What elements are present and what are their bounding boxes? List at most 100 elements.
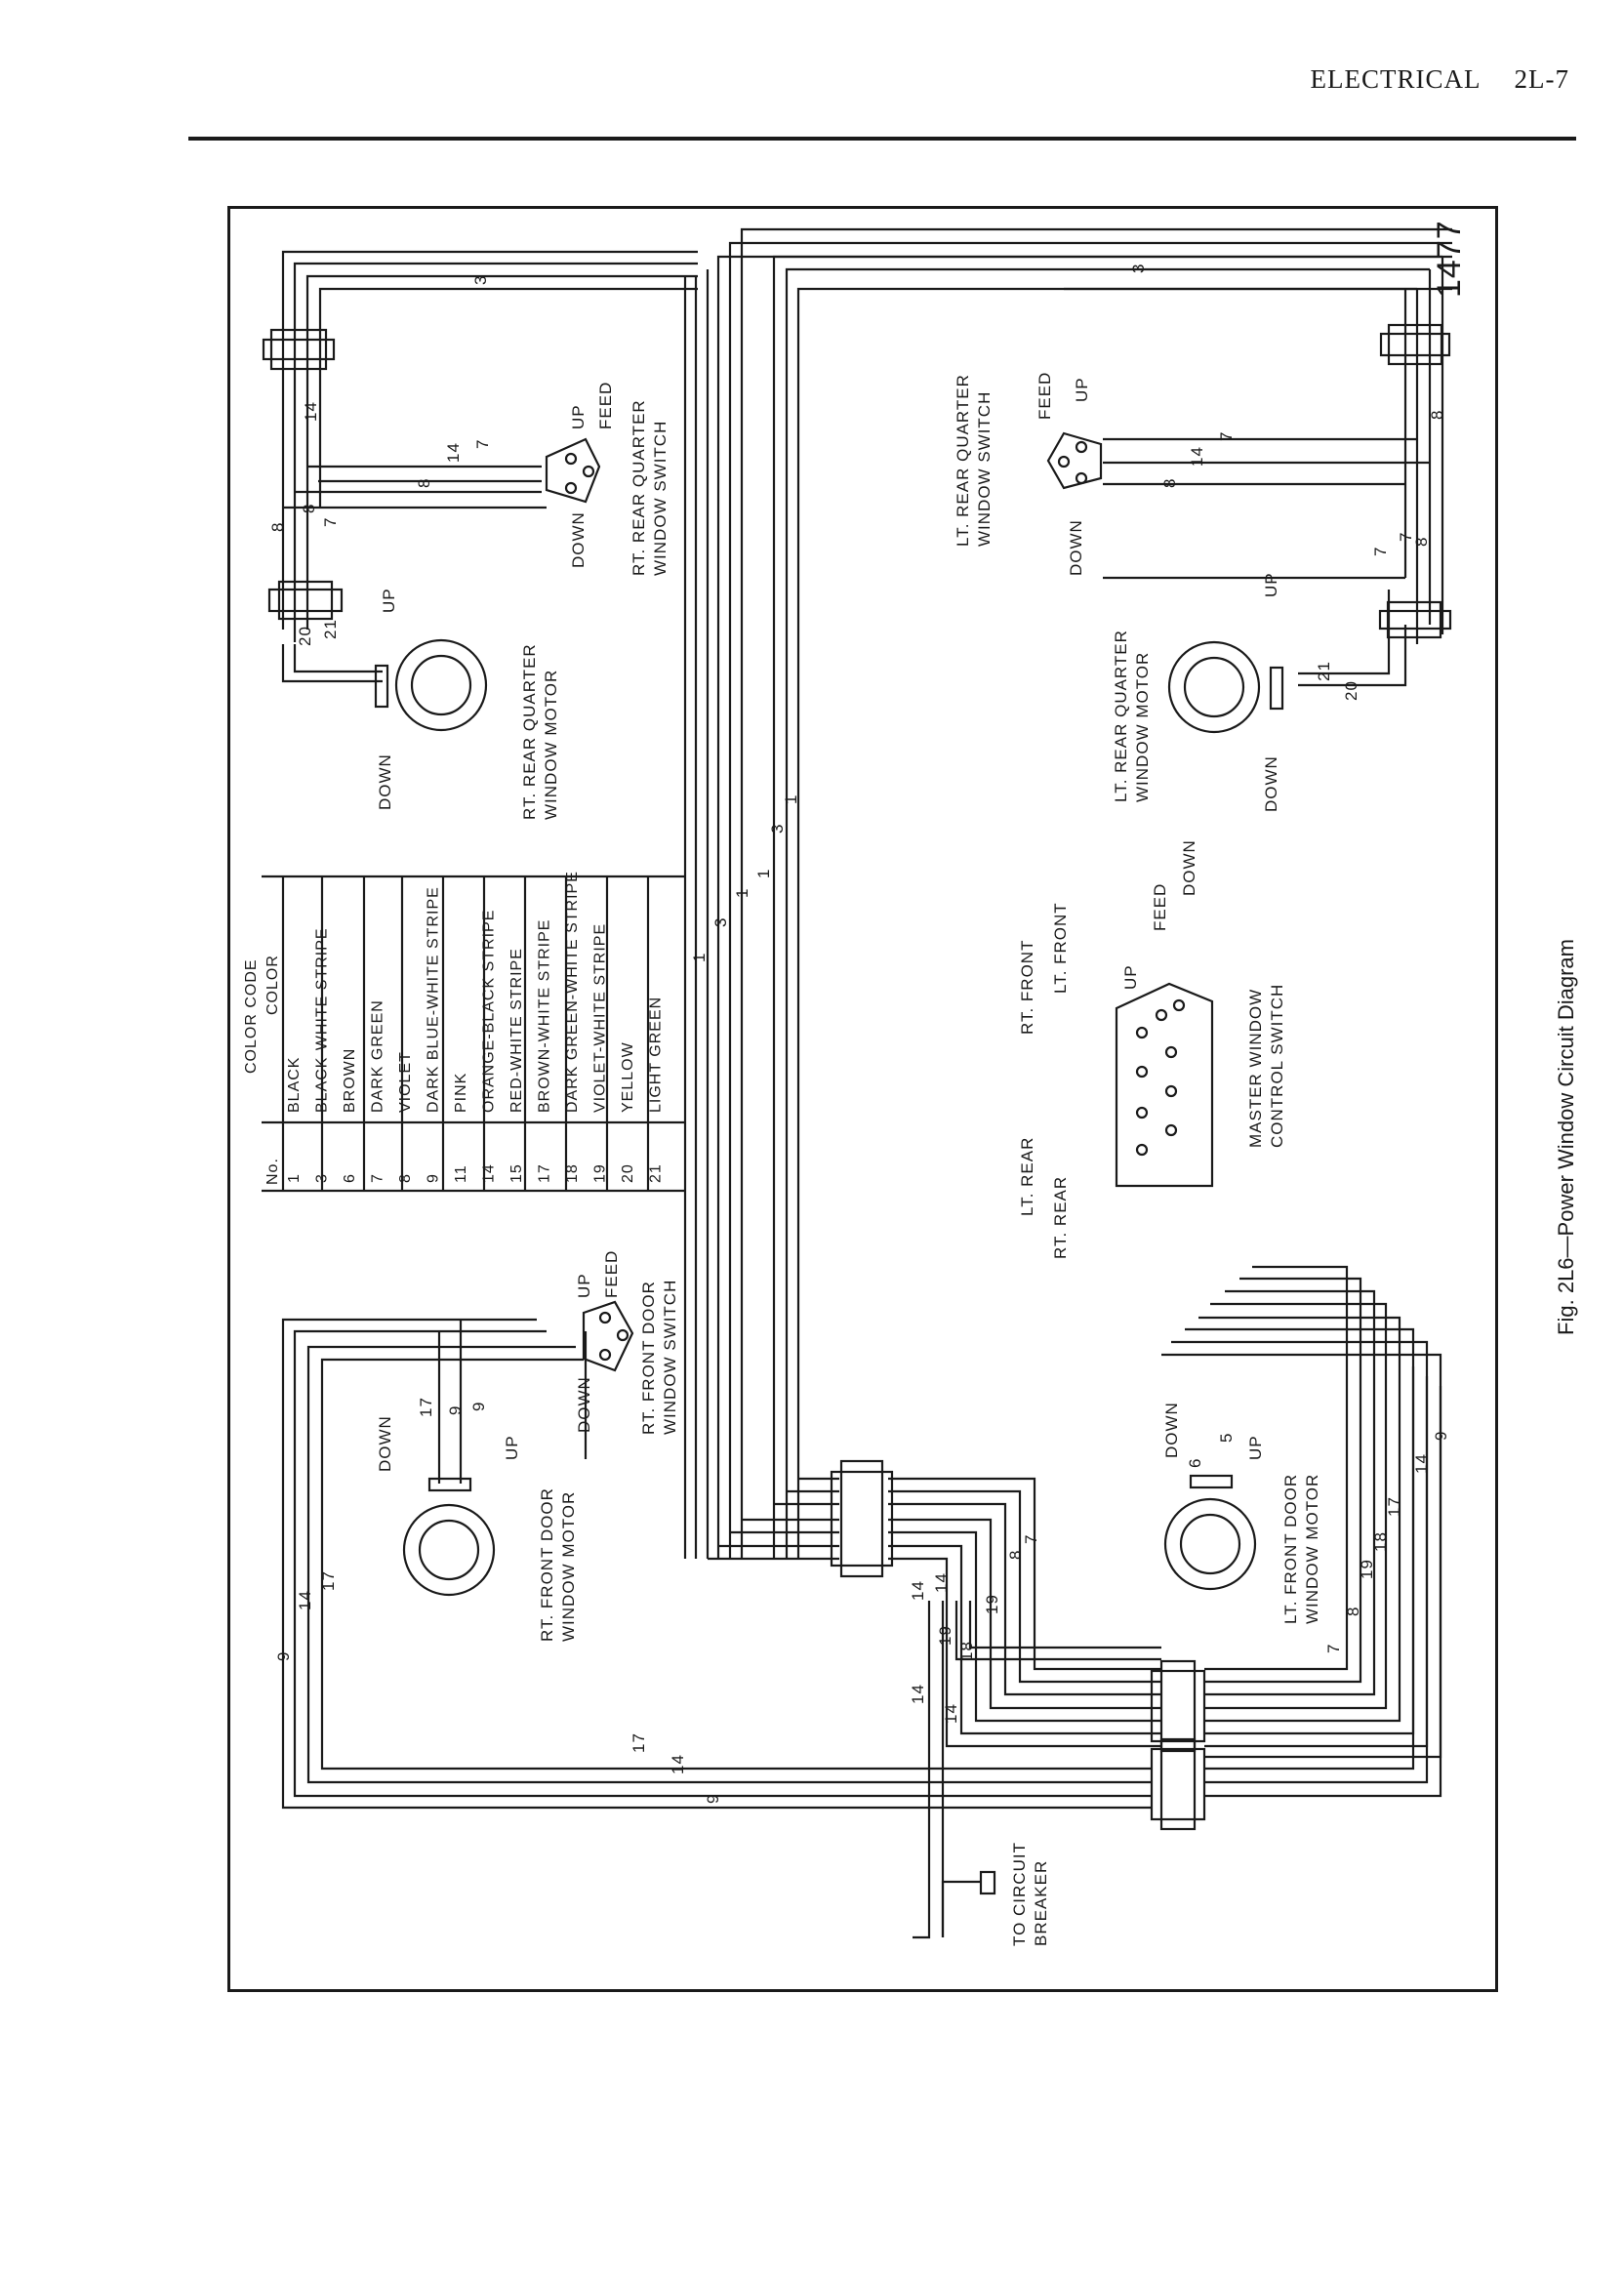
- wire-label-1-c: 1: [754, 869, 773, 878]
- wire-label-7-d: 7: [1371, 547, 1390, 556]
- master-rt-rear: RT. REAR: [1051, 1176, 1070, 1259]
- lt-rear-motor-label-1: LT. REAR QUARTER: [1112, 630, 1130, 802]
- wire-label-17-c: 17: [629, 1732, 648, 1753]
- lt-front-motor-label-2: WINDOW MOTOR: [1303, 1474, 1321, 1624]
- wire-label-1-b: 1: [733, 888, 751, 898]
- lt-rear-switch-down: DOWN: [1067, 519, 1085, 576]
- color-code-color-6: BROWN: [342, 1048, 358, 1113]
- color-code-color-3: BLACK-WHITE STRIPE: [314, 927, 331, 1113]
- color-code-color-20: YELLOW: [620, 1041, 636, 1113]
- wire-label-7-c: 7: [1217, 431, 1236, 441]
- wire-label-9-b: 9: [469, 1402, 488, 1411]
- wire-label-19-a: 19: [936, 1625, 954, 1646]
- wire-label-6: 6: [1186, 1458, 1204, 1468]
- color-code-no-15: 15: [508, 1163, 525, 1183]
- color-code-no-21: 21: [648, 1163, 665, 1183]
- color-code-color-19: VIOLET-WHITE STRIPE: [592, 923, 609, 1113]
- color-code-no-17: 17: [537, 1163, 553, 1183]
- rt-rear-switch-label-2: WINDOW SWITCH: [651, 421, 670, 576]
- wire-label-14-a: 14: [302, 401, 320, 422]
- lt-front-motor-down: DOWN: [1162, 1402, 1181, 1458]
- color-code-no-6: 6: [342, 1173, 358, 1183]
- circuit-breaker-label-1: TO CIRCUIT: [1010, 1842, 1029, 1946]
- wire-label-14-f: 14: [909, 1580, 927, 1601]
- rt-front-switch-down: DOWN: [575, 1376, 593, 1433]
- rt-front-switch-up: UP: [575, 1273, 593, 1298]
- lower-harness: [281, 1265, 1442, 1939]
- wire-label-1-a: 1: [690, 953, 709, 962]
- lt-front-motor-up: UP: [1246, 1435, 1265, 1460]
- color-code-no-18: 18: [564, 1163, 581, 1183]
- color-code-color-8: VIOLET: [397, 1051, 414, 1113]
- master-down: DOWN: [1180, 839, 1198, 896]
- wire-label-19-c: 19: [1358, 1559, 1376, 1579]
- rt-rear-motor-body: [374, 638, 488, 732]
- connector-upper-left: [262, 328, 344, 621]
- wire-label-21-a: 21: [321, 619, 340, 639]
- color-code-table-grid: [262, 875, 685, 1193]
- wire-label-9-c: 9: [274, 1651, 293, 1661]
- lt-rear-switch-body: [1046, 431, 1103, 490]
- rt-front-motor-up: UP: [503, 1435, 521, 1460]
- rt-rear-switch-label-1: RT. REAR QUARTER: [629, 399, 648, 576]
- circuit-breaker-label-2: BREAKER: [1032, 1860, 1050, 1946]
- wire-label-14-e: 14: [669, 1754, 687, 1774]
- rt-rear-motor-up: UP: [380, 588, 398, 613]
- color-code-no-20: 20: [620, 1163, 636, 1183]
- rt-rear-switch-down: DOWN: [569, 511, 588, 568]
- lt-rear-motor-label-2: WINDOW MOTOR: [1133, 652, 1152, 802]
- master-up: UP: [1121, 964, 1140, 990]
- wire-label-21-b: 21: [1315, 661, 1333, 681]
- color-code-no-7: 7: [370, 1173, 386, 1183]
- wire-label-14-i: 14: [942, 1703, 960, 1724]
- wire-label-8-f: 8: [1412, 537, 1431, 547]
- wire-label-18-a: 18: [957, 1641, 976, 1661]
- wire-label-20-a: 20: [296, 626, 314, 646]
- master-rt-front: RT. FRONT: [1018, 940, 1036, 1035]
- color-code-no-9: 9: [426, 1173, 442, 1183]
- color-code-color-1: BLACK: [286, 1057, 303, 1113]
- color-code-color-header: COLOR: [264, 955, 281, 1015]
- wire-label-3-b: 3: [768, 824, 787, 834]
- rt-rear-motor-label-1: RT. REAR QUARTER: [520, 643, 539, 820]
- connector-center: [830, 1459, 894, 1578]
- lt-front-motor-body: [1163, 1474, 1257, 1591]
- lt-rear-switch-up: UP: [1073, 377, 1091, 402]
- master-lt-rear: LT. REAR: [1018, 1137, 1036, 1216]
- rt-front-motor-label-2: WINDOW MOTOR: [559, 1491, 578, 1642]
- circuit-breaker-lead: [941, 1870, 996, 1937]
- color-code-color-18: DARK GREEN-WHITE STRIPE: [564, 871, 581, 1113]
- color-code-color-15: RED-WHITE STRIPE: [508, 948, 525, 1113]
- wire-label-8-c: 8: [415, 478, 433, 488]
- wire-label-7-f: 7: [1022, 1534, 1040, 1544]
- rt-rear-switch-feed: FEED: [596, 382, 615, 429]
- wire-label-8-g: 8: [1006, 1550, 1025, 1560]
- lt-rear-switch-feed: FEED: [1035, 372, 1054, 420]
- connector-lower-right: [1150, 1659, 1206, 1831]
- color-code-no-3: 3: [314, 1173, 331, 1183]
- rt-rear-switch-body: [545, 437, 601, 504]
- color-code-no-header: No.: [264, 1158, 281, 1185]
- wire-label-14-j: 14: [1412, 1453, 1431, 1474]
- lt-rear-switch-label-2: WINDOW SWITCH: [975, 391, 994, 547]
- color-code-no-8: 8: [397, 1173, 414, 1183]
- color-code-color-11: PINK: [453, 1073, 469, 1113]
- rt-front-motor-label-1: RT. FRONT DOOR: [538, 1487, 556, 1642]
- color-code-color-14: ORANGE-BLACK STRIPE: [481, 910, 498, 1113]
- wire-label-17-a: 17: [417, 1397, 435, 1417]
- rt-front-switch-feed: FEED: [602, 1250, 621, 1298]
- wire-label-14-d: 14: [296, 1590, 314, 1610]
- wire-label-3-upper-left: 3: [471, 275, 490, 285]
- color-code-color-7: DARK GREEN: [370, 999, 386, 1113]
- wire-label-14-c: 14: [1188, 446, 1206, 467]
- diagram-frame: [227, 206, 1498, 1992]
- wire-label-3-a: 3: [711, 917, 730, 927]
- wire-label-8-b: 8: [300, 504, 318, 513]
- rt-rear-switch-up: UP: [569, 404, 588, 429]
- color-code-color-21: LIGHT GREEN: [648, 997, 665, 1113]
- wire-label-7-b: 7: [473, 439, 492, 449]
- rt-front-motor-down: DOWN: [376, 1415, 394, 1472]
- wire-label-14-b: 14: [444, 442, 463, 463]
- color-code-no-1: 1: [286, 1173, 303, 1183]
- wire-label-8-a: 8: [268, 522, 287, 532]
